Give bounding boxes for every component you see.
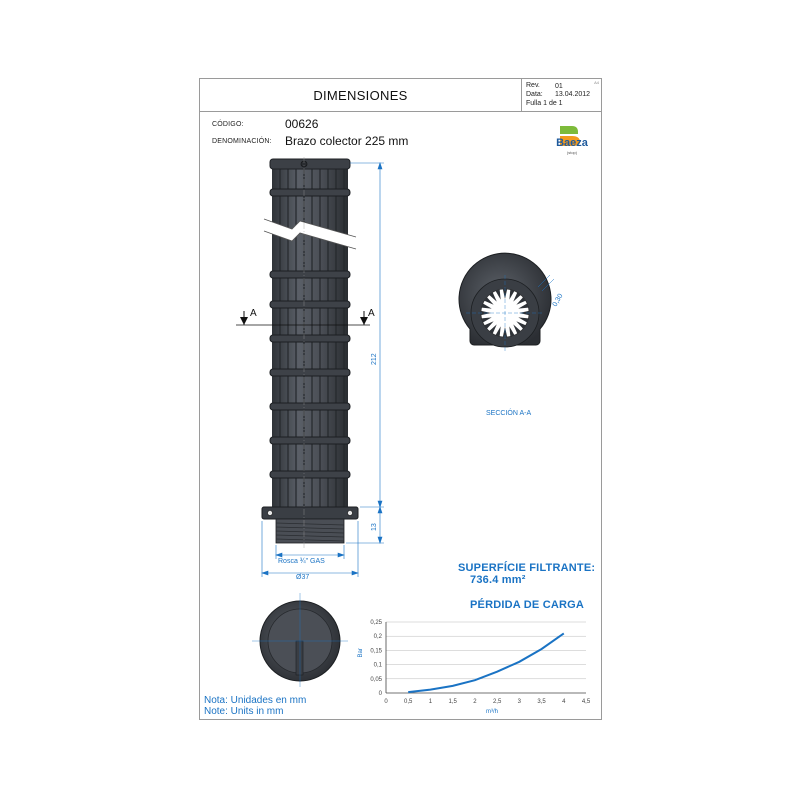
rev-label: Rev.: [526, 82, 540, 89]
loss-title: PÉRDIDA DE CARGA: [470, 599, 585, 611]
chart-x-tick: 1,5: [448, 699, 457, 705]
section-dim: 0,30: [552, 293, 565, 308]
bottom-view: [252, 593, 348, 687]
chart-x-tick: 0: [384, 699, 388, 705]
section-fin: [518, 303, 529, 309]
chart-series-line: [408, 632, 565, 694]
section-fin: [516, 297, 526, 305]
section-fin: [481, 317, 492, 323]
note-es: Nota: Unidades en mm: [204, 695, 307, 706]
section-fin: [481, 303, 492, 309]
chart-x-tick: 3,5: [537, 699, 546, 705]
chart-y-tick: 0,1: [374, 663, 383, 669]
flange: [261, 506, 359, 520]
section-marker-left: A: [250, 308, 257, 319]
section-fin: [518, 317, 529, 323]
chart-y-tick: 0: [379, 691, 383, 697]
name-value: Brazo colector 225 mm: [285, 134, 409, 148]
chart-x-tick: 3: [518, 699, 522, 705]
section-title: SECCIÓN A-A: [486, 408, 531, 417]
chart-x-tick: 2: [473, 699, 477, 705]
section-fin: [513, 292, 521, 302]
chart-y-tick: 0,15: [370, 648, 382, 654]
chart-x-tick: 2,5: [493, 699, 502, 705]
dim-length: 212: [371, 353, 378, 365]
sheet-count: Fulla 1 de 1: [526, 100, 563, 107]
baeza-logo-icon: [560, 126, 580, 146]
note-en: Note: Units in mm: [204, 706, 284, 717]
pressure-loss-chart: 0 0,05 0,1 0,15 0,2 0,25 0 0,5 1 1,5 2 2,5 3 3,5 4 4,5…: [358, 620, 591, 715]
collector-tube: [261, 157, 359, 549]
chart-x-tick: 1: [429, 699, 433, 705]
surface-value: 736.4 mm²: [470, 574, 526, 586]
section-marker-right: A: [368, 308, 375, 319]
section-fin: [484, 297, 494, 305]
chart-x-tick: 4: [562, 699, 566, 705]
section-fin: [509, 289, 515, 300]
title-block: DIMENSIONES Rev. 01 Data: 13.04.2012 Ful…: [200, 79, 601, 112]
thread-label: Rosca ¾" GAS: [278, 558, 325, 565]
chart-y-tick: 0,2: [374, 634, 383, 640]
break-symbol: [264, 219, 356, 249]
section-fin: [509, 326, 515, 337]
logo-sub: (stop): [566, 150, 578, 155]
section-fin: [495, 326, 501, 337]
chart-x-label: m³/h: [486, 709, 498, 715]
sheet-title: DIMENSIONES: [200, 79, 522, 111]
date-label: Data:: [526, 91, 543, 98]
section-fin: [489, 292, 497, 302]
chart-x-tick: 4,5: [582, 699, 591, 705]
code-value: 00626: [285, 117, 319, 131]
chart-y-label: Bar: [358, 648, 364, 657]
logo-brand: Baeza: [556, 137, 588, 149]
section-fin: [513, 324, 521, 334]
name-label: DENOMINACIÓN:: [212, 138, 272, 145]
paper-size: A4: [594, 80, 599, 85]
section-fin: [495, 289, 501, 300]
technical-drawing: A A 212 13 Ros: [236, 157, 591, 715]
rev-value: 01: [555, 83, 563, 90]
section-cut-markers: A A: [236, 308, 375, 326]
section-fin: [484, 321, 494, 329]
drawing-sheet: DIMENSIONES Rev. 01 Data: 13.04.2012 Ful…: [199, 78, 602, 720]
surface-title: SUPERFÍCIE FILTRANTE:: [458, 562, 596, 574]
section-view: 0,30 SECCIÓN A-A: [458, 252, 565, 417]
code-label: CÓDIGO:: [212, 121, 244, 128]
section-fin: [516, 321, 526, 329]
diameter-label: Ø37: [296, 574, 309, 581]
dimension-lines: [261, 162, 384, 577]
revision-block: Rev. 01 Data: 13.04.2012 Fulla 1 de 1: [526, 82, 600, 110]
chart-y-tick: 0,25: [370, 620, 382, 626]
date-value: 13.04.2012: [555, 91, 591, 98]
chart-x-tick: 0,5: [404, 699, 413, 705]
section-fin: [489, 324, 497, 334]
chart-y-tick: 0,05: [370, 677, 382, 683]
dim-thread-height: 13: [371, 523, 378, 531]
tube-rings: [269, 188, 351, 479]
